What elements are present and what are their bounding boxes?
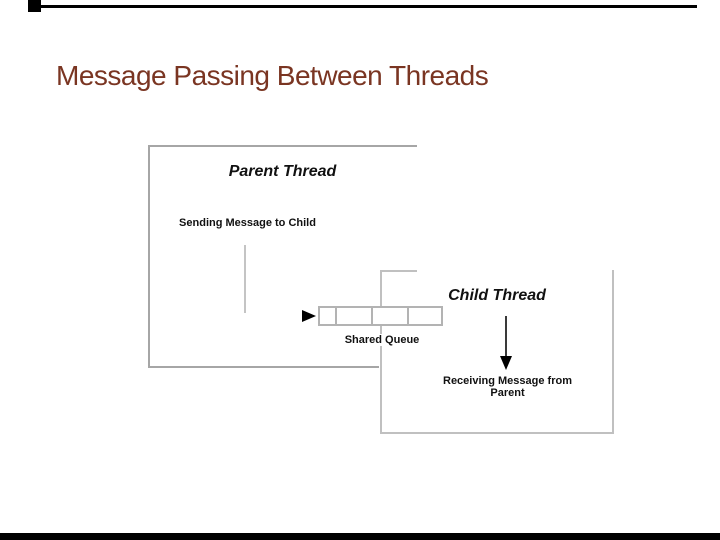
queue-cell [409, 308, 441, 324]
queue-cell [320, 308, 337, 324]
receiving-message-line1: Receiving Message from [443, 375, 572, 387]
frame-mark-top-line [41, 5, 697, 8]
parent-box-top-edge [148, 145, 417, 147]
child-box-left-edge [380, 270, 382, 434]
receiving-message-label: Receiving Message from Parent [430, 375, 585, 399]
child-box-right-edge [612, 270, 614, 434]
parent-box-bottom-edge [148, 366, 379, 368]
receiving-connector-line [505, 316, 507, 357]
parent-box-left-edge [148, 145, 150, 367]
parent-thread-label: Parent Thread [228, 163, 337, 180]
child-thread-label: Child Thread [448, 287, 546, 304]
shared-queue [318, 306, 443, 326]
queue-cell [373, 308, 409, 324]
child-box-top-edge [380, 270, 417, 272]
receiving-message-line2: Parent [490, 387, 525, 399]
frame-mark-square [28, 0, 41, 12]
sending-connector-line [244, 245, 246, 313]
down-arrowhead-icon [500, 356, 512, 370]
slide-title: Message Passing Between Threads [56, 60, 489, 91]
child-box-bottom-edge [380, 432, 614, 434]
right-arrowhead-icon [302, 310, 316, 322]
shared-queue-label: Shared Queue [335, 334, 429, 346]
sending-message-label: Sending Message to Child [179, 217, 316, 229]
queue-cell [337, 308, 373, 324]
frame-mark-bottom-bar [0, 533, 720, 540]
